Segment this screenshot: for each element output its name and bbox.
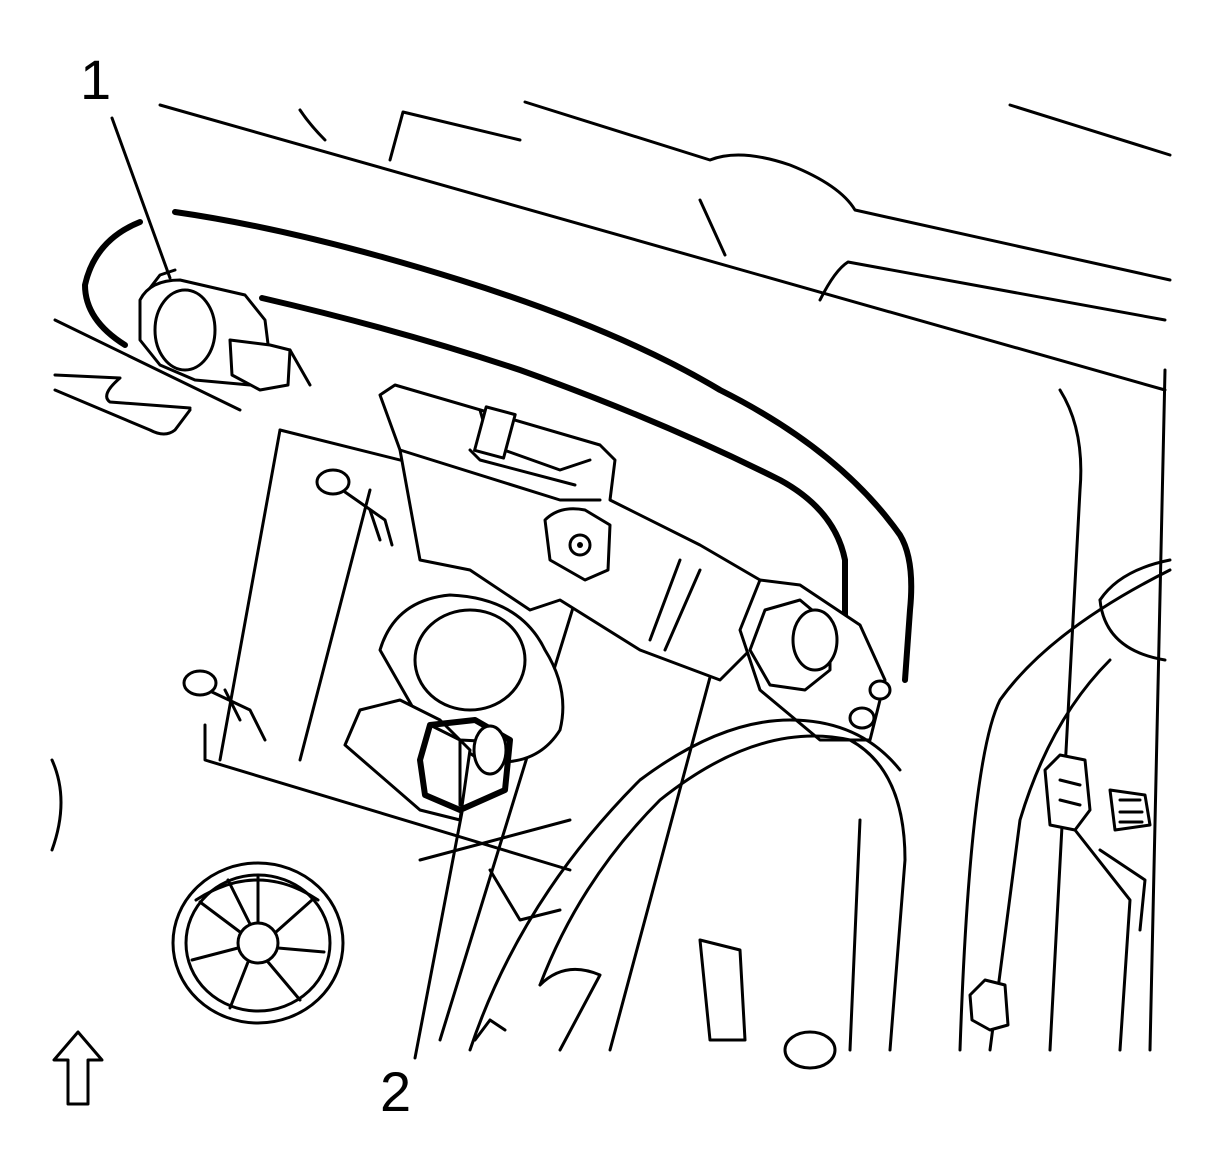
vent-grommet: [171, 861, 345, 1025]
wiring-harness: [82, 209, 915, 683]
retainer-clip-lower: [182, 669, 267, 742]
terminal-nut: [417, 717, 513, 813]
callout-label-1: 1: [80, 48, 112, 111]
ground-bolt: [738, 578, 892, 742]
callout-2-leader: [413, 810, 464, 1060]
hose: [468, 558, 1172, 1052]
battery-post: [343, 593, 565, 822]
up-arrow-icon: [52, 1030, 104, 1106]
body-panel: [53, 100, 1172, 1052]
sensor-connector: [138, 268, 312, 392]
lower-hardware: [473, 938, 837, 1070]
partial-component: [50, 758, 63, 852]
retainer-clip-upper: [315, 468, 394, 547]
callout-1-leader: [110, 116, 172, 280]
callout-label-2: 2: [380, 1060, 412, 1123]
side-fastener: [968, 753, 1152, 1052]
